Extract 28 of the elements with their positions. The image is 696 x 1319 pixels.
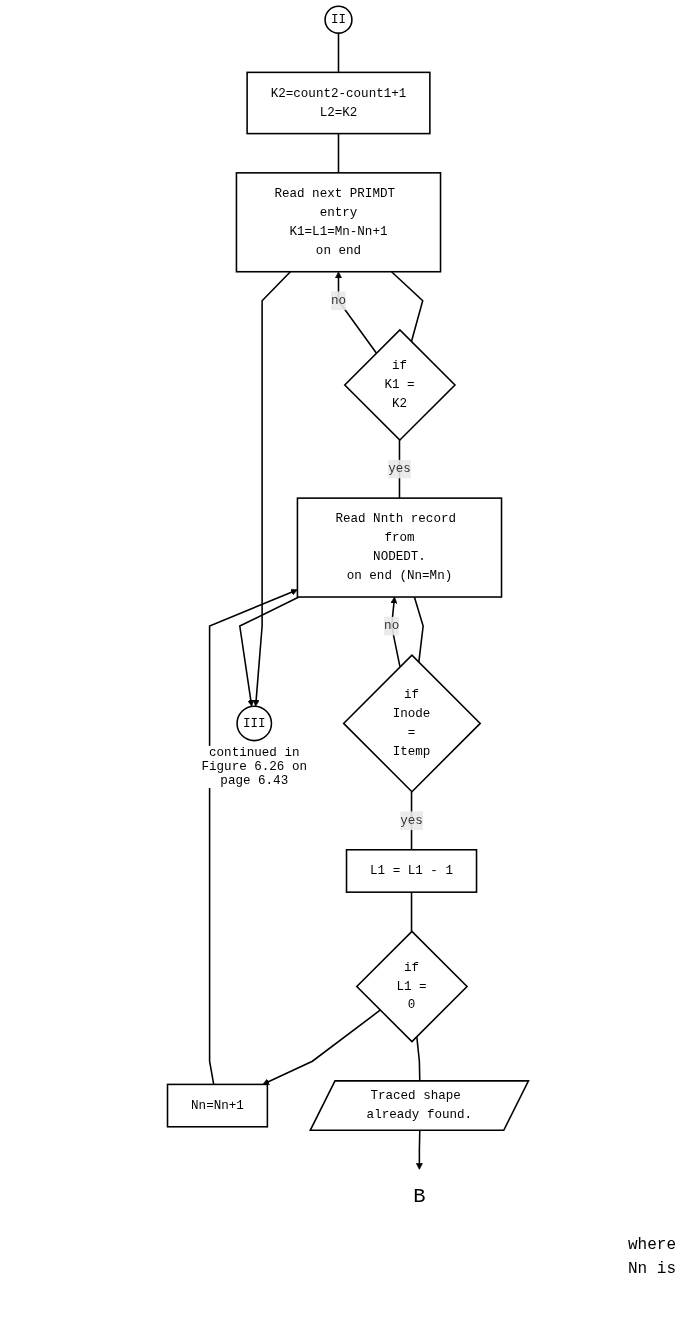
node-circle: II — [324, 5, 353, 34]
node-box: Nn=Nn+1 — [166, 1083, 269, 1128]
node-diamond: if L1 = 0 — [355, 930, 469, 1043]
edge-label: no — [384, 619, 400, 634]
node-box: K2=count2-count1+1 L2=K2 — [246, 71, 431, 135]
arrow — [335, 271, 378, 354]
node-box: Read next PRIMDT entry K1=L1=Mn-Nn+1 on end — [235, 172, 442, 273]
connector — [337, 132, 340, 174]
node-circle: III — [236, 705, 273, 742]
arrow — [262, 1009, 381, 1085]
arrow — [208, 588, 298, 1086]
edge-label: yes — [388, 462, 411, 477]
arrow — [390, 596, 401, 668]
node-box: L1 = L1 - 1 — [345, 849, 478, 893]
connector — [398, 439, 401, 499]
note-text: where — [627, 1236, 676, 1254]
connector — [337, 32, 340, 74]
node-text: B — [413, 1184, 426, 1209]
node-diamond: if Inode = Itemp — [342, 654, 482, 793]
edge-label: yes — [400, 813, 423, 828]
node-diamond: if K1 = K2 — [343, 328, 457, 442]
arrow — [238, 596, 300, 707]
connector — [410, 891, 413, 933]
node-box: Read Nnth record from NODEDT. on end (Nn=Mn) — [296, 497, 503, 598]
edge-label: no — [330, 293, 347, 308]
note-text: Nn is — [627, 1260, 676, 1278]
arrow — [252, 270, 292, 707]
connector — [390, 270, 424, 343]
